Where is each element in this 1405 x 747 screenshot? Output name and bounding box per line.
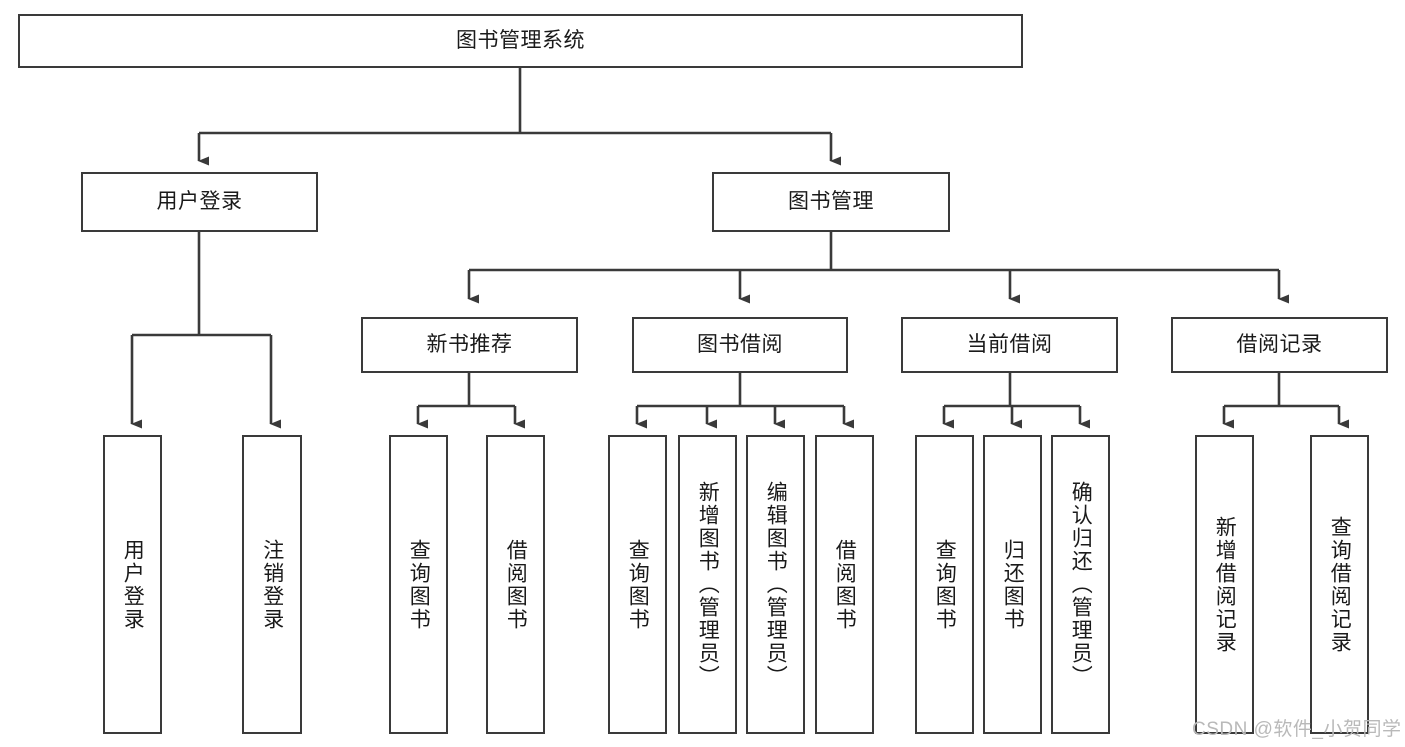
leaf-return-books[interactable]: 归还图书 <box>983 435 1042 734</box>
node-root-library-management-system[interactable]: 图书管理系统 <box>18 14 1023 68</box>
node-label: 借阅记录 <box>1236 333 1323 357</box>
node-label: 当前借阅 <box>966 333 1053 357</box>
edges-borrow-record-to-leaves <box>1222 373 1349 429</box>
node-book-management[interactable]: 图书管理 <box>712 172 950 232</box>
node-label: 编辑图书（管理员） <box>764 481 788 688</box>
node-label: 用户登录 <box>121 538 145 631</box>
leaf-borrow-books-new-book[interactable]: 借阅图书 <box>486 435 545 734</box>
edges-new-book-to-leaves <box>416 373 525 429</box>
edges-root-to-level2 <box>197 68 841 166</box>
node-new-book-recommendation[interactable]: 新书推荐 <box>361 317 578 373</box>
node-label: 归还图书 <box>1001 538 1025 631</box>
node-label: 图书借阅 <box>697 333 783 357</box>
leaf-borrow-books-borrowing[interactable]: 借阅图书 <box>815 435 874 734</box>
edges-book-borrow-to-leaves <box>635 373 854 429</box>
node-label: 图书管理 <box>788 190 874 214</box>
node-label: 注销登录 <box>260 538 284 631</box>
node-label: 借阅图书 <box>833 538 857 631</box>
edges-book-mgmt-to-level3 <box>467 232 1289 304</box>
node-label: 新增借阅记录 <box>1213 515 1237 654</box>
leaf-query-borrowing-record[interactable]: 查询借阅记录 <box>1310 435 1369 734</box>
node-label: 新书推荐 <box>426 333 513 357</box>
edges-current-borrow-to-leaves <box>942 373 1090 429</box>
node-label: 图书管理系统 <box>456 29 585 53</box>
node-label: 确认归还（管理员） <box>1069 481 1093 688</box>
node-current-borrowing[interactable]: 当前借阅 <box>901 317 1118 373</box>
node-label: 查询借阅记录 <box>1328 515 1352 654</box>
edges-user-login-to-leaves <box>130 232 281 429</box>
node-label: 查询图书 <box>626 538 650 631</box>
node-label: 新增图书（管理员） <box>696 481 720 688</box>
leaf-logout[interactable]: 注销登录 <box>242 435 302 734</box>
leaf-add-borrowing-record[interactable]: 新增借阅记录 <box>1195 435 1254 734</box>
node-label: 用户登录 <box>156 190 243 214</box>
node-label: 查询图书 <box>407 538 431 631</box>
leaf-add-book-admin[interactable]: 新增图书（管理员） <box>678 435 737 734</box>
node-label: 借阅图书 <box>504 538 528 631</box>
node-label: 查询图书 <box>933 538 957 631</box>
leaf-query-books-new-book[interactable]: 查询图书 <box>389 435 448 734</box>
leaf-query-books-current[interactable]: 查询图书 <box>915 435 974 734</box>
leaf-edit-book-admin[interactable]: 编辑图书（管理员） <box>746 435 805 734</box>
node-user-login[interactable]: 用户登录 <box>81 172 318 232</box>
leaf-query-books-borrowing[interactable]: 查询图书 <box>608 435 667 734</box>
leaf-user-login[interactable]: 用户登录 <box>103 435 162 734</box>
node-book-borrowing[interactable]: 图书借阅 <box>632 317 848 373</box>
node-borrowing-records[interactable]: 借阅记录 <box>1171 317 1388 373</box>
leaf-confirm-return-admin[interactable]: 确认归还（管理员） <box>1051 435 1110 734</box>
